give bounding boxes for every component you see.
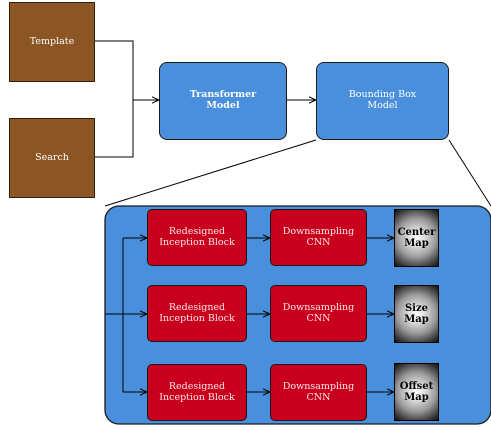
cnn-label-3: Downsampling CNN	[282, 380, 355, 403]
center-map-label: Center Map	[397, 226, 436, 250]
zoom-line-right	[448, 139, 491, 207]
template-connector	[95, 40, 134, 100]
downsampling-cnn-1: Downsampling CNN	[270, 209, 367, 266]
transformer-label: Transformer Model	[189, 89, 257, 111]
offset-map-box: Offset Map	[394, 363, 439, 421]
search-label: Search	[35, 151, 69, 163]
template-label: Template	[29, 35, 75, 47]
search-connector	[95, 100, 134, 158]
inception-block-3: Redesigned Inception Block	[147, 364, 247, 421]
inception-label-1: Redesigned Inception Block	[159, 225, 235, 248]
inception-label-3: Redesigned Inception Block	[159, 380, 235, 403]
cnn-label-1: Downsampling CNN	[282, 225, 355, 248]
offset-map-label: Offset Map	[399, 380, 434, 404]
inception-label-2: Redesigned Inception Block	[159, 301, 235, 324]
downsampling-cnn-2: Downsampling CNN	[270, 285, 367, 342]
search-input-box: Search	[9, 118, 95, 198]
inception-block-2: Redesigned Inception Block	[147, 285, 247, 342]
zoom-line-left	[104, 139, 317, 207]
bounding-box-model-box: Bounding Box Model	[316, 62, 449, 140]
downsampling-cnn-3: Downsampling CNN	[270, 364, 367, 421]
size-map-box: Size Map	[394, 285, 439, 343]
center-map-box: Center Map	[394, 209, 439, 267]
bbox-model-label: Bounding Box Model	[348, 89, 417, 111]
transformer-model-box: Transformer Model	[159, 62, 287, 140]
cnn-label-2: Downsampling CNN	[282, 301, 355, 324]
inception-block-1: Redesigned Inception Block	[147, 209, 247, 266]
size-map-label: Size Map	[404, 302, 429, 326]
template-input-box: Template	[9, 2, 95, 82]
